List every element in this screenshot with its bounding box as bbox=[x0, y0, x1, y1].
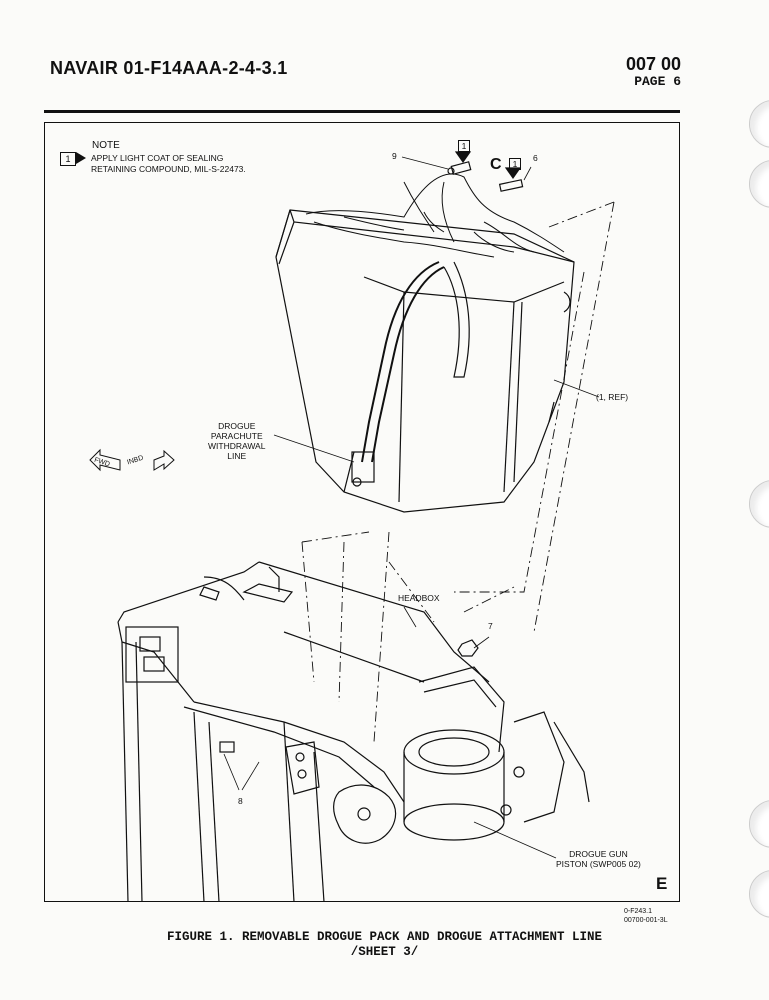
figure-ref-code-2: 00700-001-3L bbox=[624, 917, 668, 924]
view-e-label: E bbox=[656, 874, 668, 893]
leader-lines bbox=[223, 156, 600, 859]
withdrawal-line bbox=[351, 261, 470, 487]
seat-headbox-structure bbox=[117, 561, 490, 902]
view-c-label: C bbox=[490, 156, 502, 173]
drogue-line-label-4: LINE bbox=[227, 451, 247, 461]
parachute-fabric bbox=[305, 173, 565, 258]
callout-item-9: 9 bbox=[392, 151, 397, 161]
bolt-item-9 bbox=[447, 161, 472, 175]
note-text: APPLY LIGHT COAT OF SEALING RETAINING CO… bbox=[91, 153, 291, 175]
bolt-item-6 bbox=[498, 179, 524, 192]
direction-arrows bbox=[89, 448, 175, 472]
note-text-line-2: RETAINING COMPOUND, MIL-S-22473. bbox=[91, 164, 246, 174]
figure-ref-code-1: 0-F243.1 bbox=[624, 908, 653, 915]
document-number: NAVAIR 01-F14AAA-2-4-3.1 bbox=[50, 58, 288, 78]
drogue-gun-piston-label-2: PISTON (SWP005 02) bbox=[556, 859, 641, 869]
seat-knob bbox=[333, 784, 397, 844]
drogue-pack-container bbox=[275, 209, 575, 513]
binder-hole-5 bbox=[749, 870, 769, 918]
callout-item-8: 8 bbox=[238, 796, 243, 806]
figure-caption-line-1: FIGURE 1. REMOVABLE DROGUE PACK AND DROG… bbox=[166, 930, 603, 944]
drogue-gun-assembly bbox=[403, 666, 590, 841]
page-header-right: 007 00 PAGE 6 bbox=[626, 54, 681, 89]
callout-item-7: 7 bbox=[488, 621, 493, 631]
note-text-line-1: APPLY LIGHT COAT OF SEALING bbox=[91, 153, 224, 163]
bolt-item-8 bbox=[219, 741, 235, 753]
flag-triangles bbox=[454, 151, 522, 180]
binder-hole-3 bbox=[749, 480, 769, 528]
figure-frame bbox=[44, 122, 680, 902]
section-code: 007 00 bbox=[625, 54, 681, 74]
binder-hole-2 bbox=[749, 160, 769, 208]
figure-caption-line-2: /SHEET 3/ bbox=[350, 945, 419, 959]
nut-item-7 bbox=[457, 639, 479, 657]
callout-item-6: 6 bbox=[533, 153, 538, 163]
note-flag-arrow-icon bbox=[76, 152, 86, 164]
exploded-view-illustration bbox=[89, 151, 615, 902]
mounting-plate bbox=[285, 741, 320, 795]
binder-hole-1 bbox=[749, 100, 769, 148]
binder-hole-4 bbox=[749, 800, 769, 848]
drogue-line-label-2: PARACHUTE bbox=[210, 431, 263, 441]
callout-flag-1a: 1 bbox=[458, 140, 470, 152]
drogue-line-label-1: DROGUE bbox=[218, 421, 256, 431]
callout-ref-1: (1, REF) bbox=[596, 392, 629, 402]
header-rule bbox=[44, 110, 680, 113]
callout-flag-1b: 1 bbox=[509, 158, 521, 170]
explosion-lines bbox=[301, 201, 615, 743]
page-label: PAGE 6 bbox=[634, 74, 681, 89]
drogue-line-label: DROGUE PARACHUTE WITHDRAWAL LINE bbox=[208, 421, 265, 461]
figure-caption: FIGURE 1. REMOVABLE DROGUE PACK AND DROG… bbox=[0, 930, 769, 960]
drogue-gun-piston-label: DROGUE GUN PISTON (SWP005 02) bbox=[556, 849, 641, 869]
note-heading: NOTE bbox=[92, 140, 120, 151]
drogue-gun-piston-label-1: DROGUE GUN bbox=[569, 849, 628, 859]
headbox-label: HEADBOX bbox=[398, 593, 440, 603]
note-step-flag: 1 bbox=[60, 152, 76, 166]
drogue-line-label-3: WITHDRAWAL bbox=[208, 441, 266, 451]
